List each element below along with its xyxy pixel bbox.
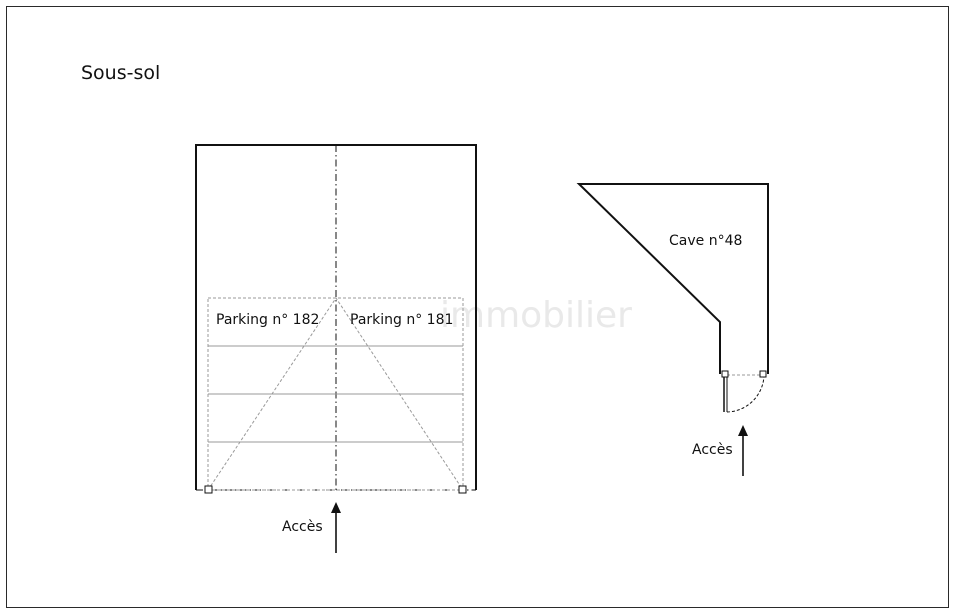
cave-door-post-right	[759, 370, 767, 378]
cave-door-swing	[726, 375, 765, 413]
parking-gate-post-right	[458, 485, 467, 494]
cave-48-label: Cave n°48	[669, 233, 742, 249]
parking-block: Parking n° 182 Parking n° 181 Accès	[195, 144, 477, 553]
parking-access-arrow-head	[331, 502, 341, 513]
drawing-frame	[6, 6, 949, 608]
floor-title: Sous-sol	[81, 62, 161, 84]
parking-gate-post-left	[204, 485, 213, 494]
cave-access-arrow-head	[738, 425, 748, 436]
parking-182-label: Parking n° 182	[216, 312, 319, 328]
cave-walls	[576, 183, 769, 374]
watermark-text: immobilier	[440, 295, 632, 336]
cave-block: Cave n°48 Accès	[576, 183, 769, 476]
parking-access-label: Accès	[282, 519, 323, 535]
cave-access-label: Accès	[692, 442, 733, 458]
cave-door-post-left	[721, 370, 729, 378]
parking-gate-swing	[207, 297, 464, 491]
parking-181-label: Parking n° 181	[350, 312, 453, 328]
